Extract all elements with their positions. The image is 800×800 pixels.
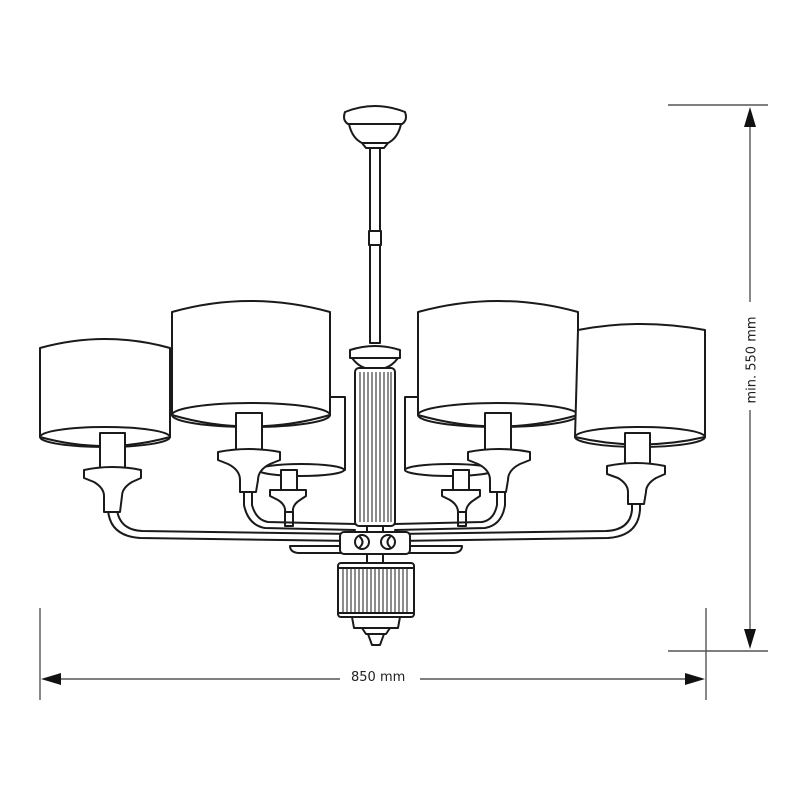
candle-holder-outer-left: [83, 432, 142, 513]
bottom-drum: [337, 562, 415, 646]
lamp-shade-front-left: [171, 300, 331, 428]
arrow-left-icon: [41, 673, 61, 685]
arrow-right-icon: [685, 673, 705, 685]
arrow-down-icon: [744, 629, 756, 649]
central-hub: [339, 531, 411, 564]
width-dimension: [39, 608, 707, 700]
lamp-shade-outer-right: [574, 323, 706, 448]
lamp-shade-outer-left: [39, 338, 171, 448]
candle-holder-back-right: [441, 469, 481, 527]
lamp-shade-front-right: [417, 300, 579, 428]
candle-holder-back-left: [269, 469, 307, 527]
ceiling-canopy: [343, 105, 407, 149]
candle-holder-front-right: [467, 412, 531, 493]
arrow-up-icon: [744, 107, 756, 127]
candle-holder-outer-right: [606, 432, 666, 505]
height-dimension-label: min. 550 mm: [744, 310, 760, 410]
suspension-rod: [368, 147, 382, 344]
candle-holder-front-left: [217, 412, 281, 493]
width-dimension-label: 850 mm: [345, 670, 412, 685]
height-dimension: [668, 104, 768, 652]
central-column: [349, 345, 401, 535]
